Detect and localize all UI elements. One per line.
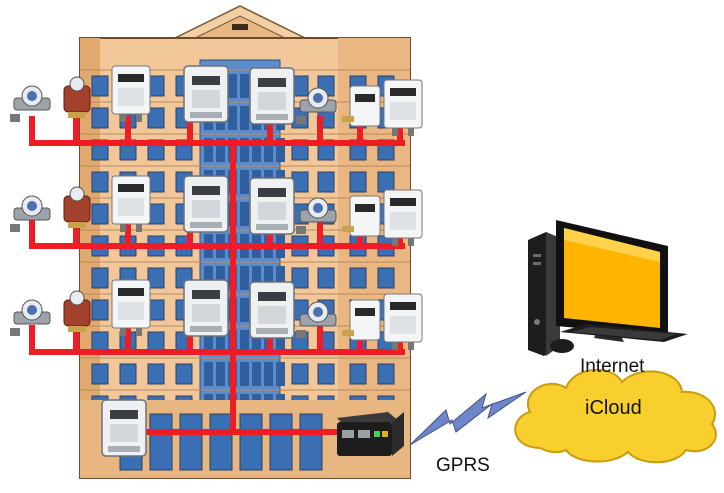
window [119, 363, 137, 385]
ground-window [269, 413, 293, 471]
stair-window-pane [240, 330, 249, 354]
stair-window-pane [252, 330, 261, 354]
gas-meter-icon [383, 293, 423, 350]
heat-meter-icon [342, 299, 381, 341]
stair-window-pane [240, 202, 249, 226]
cloud-icon [514, 369, 717, 464]
hot-water-meter-icon [63, 76, 91, 118]
window [377, 363, 395, 385]
stair-window-pane [240, 266, 249, 290]
stair-window-pane [204, 266, 213, 290]
electric-meter-icon [183, 175, 229, 233]
water-meter-icon [296, 197, 337, 234]
electric-meter-icon [183, 65, 229, 123]
water-meter-icon [10, 195, 51, 232]
window [349, 267, 367, 289]
gprs-modem-icon [337, 412, 404, 456]
water-meter-icon [296, 301, 337, 338]
gprs-label: GPRS [436, 455, 490, 476]
electric-meter-icon [249, 177, 295, 235]
electric-meter-icon [101, 399, 147, 457]
lightning-bolt-icon [409, 391, 527, 446]
window [377, 267, 395, 289]
roof-vent [232, 24, 248, 30]
stair-window-pane [276, 266, 285, 290]
window [91, 203, 109, 225]
window [175, 363, 193, 385]
window [377, 171, 395, 193]
stair-window-pane [240, 74, 249, 98]
pc-mouse [550, 339, 574, 353]
stair-window-pane [240, 170, 249, 194]
water-meter-icon [10, 299, 51, 336]
stair-window-pane [264, 362, 273, 386]
window [91, 267, 109, 289]
stair-window-pane [216, 362, 225, 386]
stair-window-pane [216, 330, 225, 354]
meter-bus-wiring [29, 116, 405, 435]
window [317, 171, 335, 193]
stair-window-pane [252, 266, 261, 290]
window [91, 299, 109, 321]
gas-meter-icon [111, 279, 151, 336]
window [291, 363, 309, 385]
stair-window-pane [204, 138, 213, 162]
hot-water-meter-icon [63, 186, 91, 228]
hot-water-meter-icon [63, 290, 91, 332]
window [317, 267, 335, 289]
heat-meter-icon [342, 195, 381, 237]
gas-meter-icon [111, 65, 151, 122]
water-meter-icon [10, 85, 51, 122]
window [349, 363, 367, 385]
window [91, 107, 109, 129]
stair-window-pane [264, 138, 273, 162]
stair-window-pane [204, 362, 213, 386]
stair-window-pane [276, 330, 285, 354]
stair-window-pane [276, 362, 285, 386]
ground-window [179, 413, 203, 471]
meters-layer [10, 65, 423, 457]
ground-window [209, 413, 233, 471]
stair-window-pane [252, 138, 261, 162]
stair-window-pane [240, 298, 249, 322]
stair-window-pane [240, 138, 249, 162]
heat-meter-icon [342, 85, 381, 127]
ground-window [239, 413, 263, 471]
internet-label: Internet [580, 356, 645, 377]
stair-window-pane [204, 330, 213, 354]
window [91, 171, 109, 193]
stair-window-pane [228, 106, 237, 130]
window [291, 267, 309, 289]
stair-window-pane [252, 362, 261, 386]
window [349, 171, 367, 193]
stair-window-pane [264, 266, 273, 290]
electric-meter-icon [183, 279, 229, 337]
window [147, 107, 165, 129]
gas-meter-icon [383, 79, 423, 136]
desktop-computer-icon [528, 220, 688, 356]
window [317, 363, 335, 385]
window [91, 363, 109, 385]
ground-floor-windows [119, 413, 323, 471]
ground-window [299, 413, 323, 471]
electric-meter-icon [249, 281, 295, 339]
stair-window-pane [240, 362, 249, 386]
gas-meter-icon [111, 175, 151, 232]
stair-window-pane [228, 74, 237, 98]
window [147, 267, 165, 289]
water-meter-icon [296, 87, 337, 124]
stair-window-pane [216, 138, 225, 162]
stair-window-pane [240, 106, 249, 130]
gas-meter-icon [383, 189, 423, 246]
window [91, 75, 109, 97]
ground-window [149, 413, 173, 471]
stair-window-pane [276, 138, 285, 162]
electric-meter-icon [249, 67, 295, 125]
icloud-label: iCloud [585, 397, 642, 419]
stair-window-pane [216, 266, 225, 290]
window [147, 363, 165, 385]
